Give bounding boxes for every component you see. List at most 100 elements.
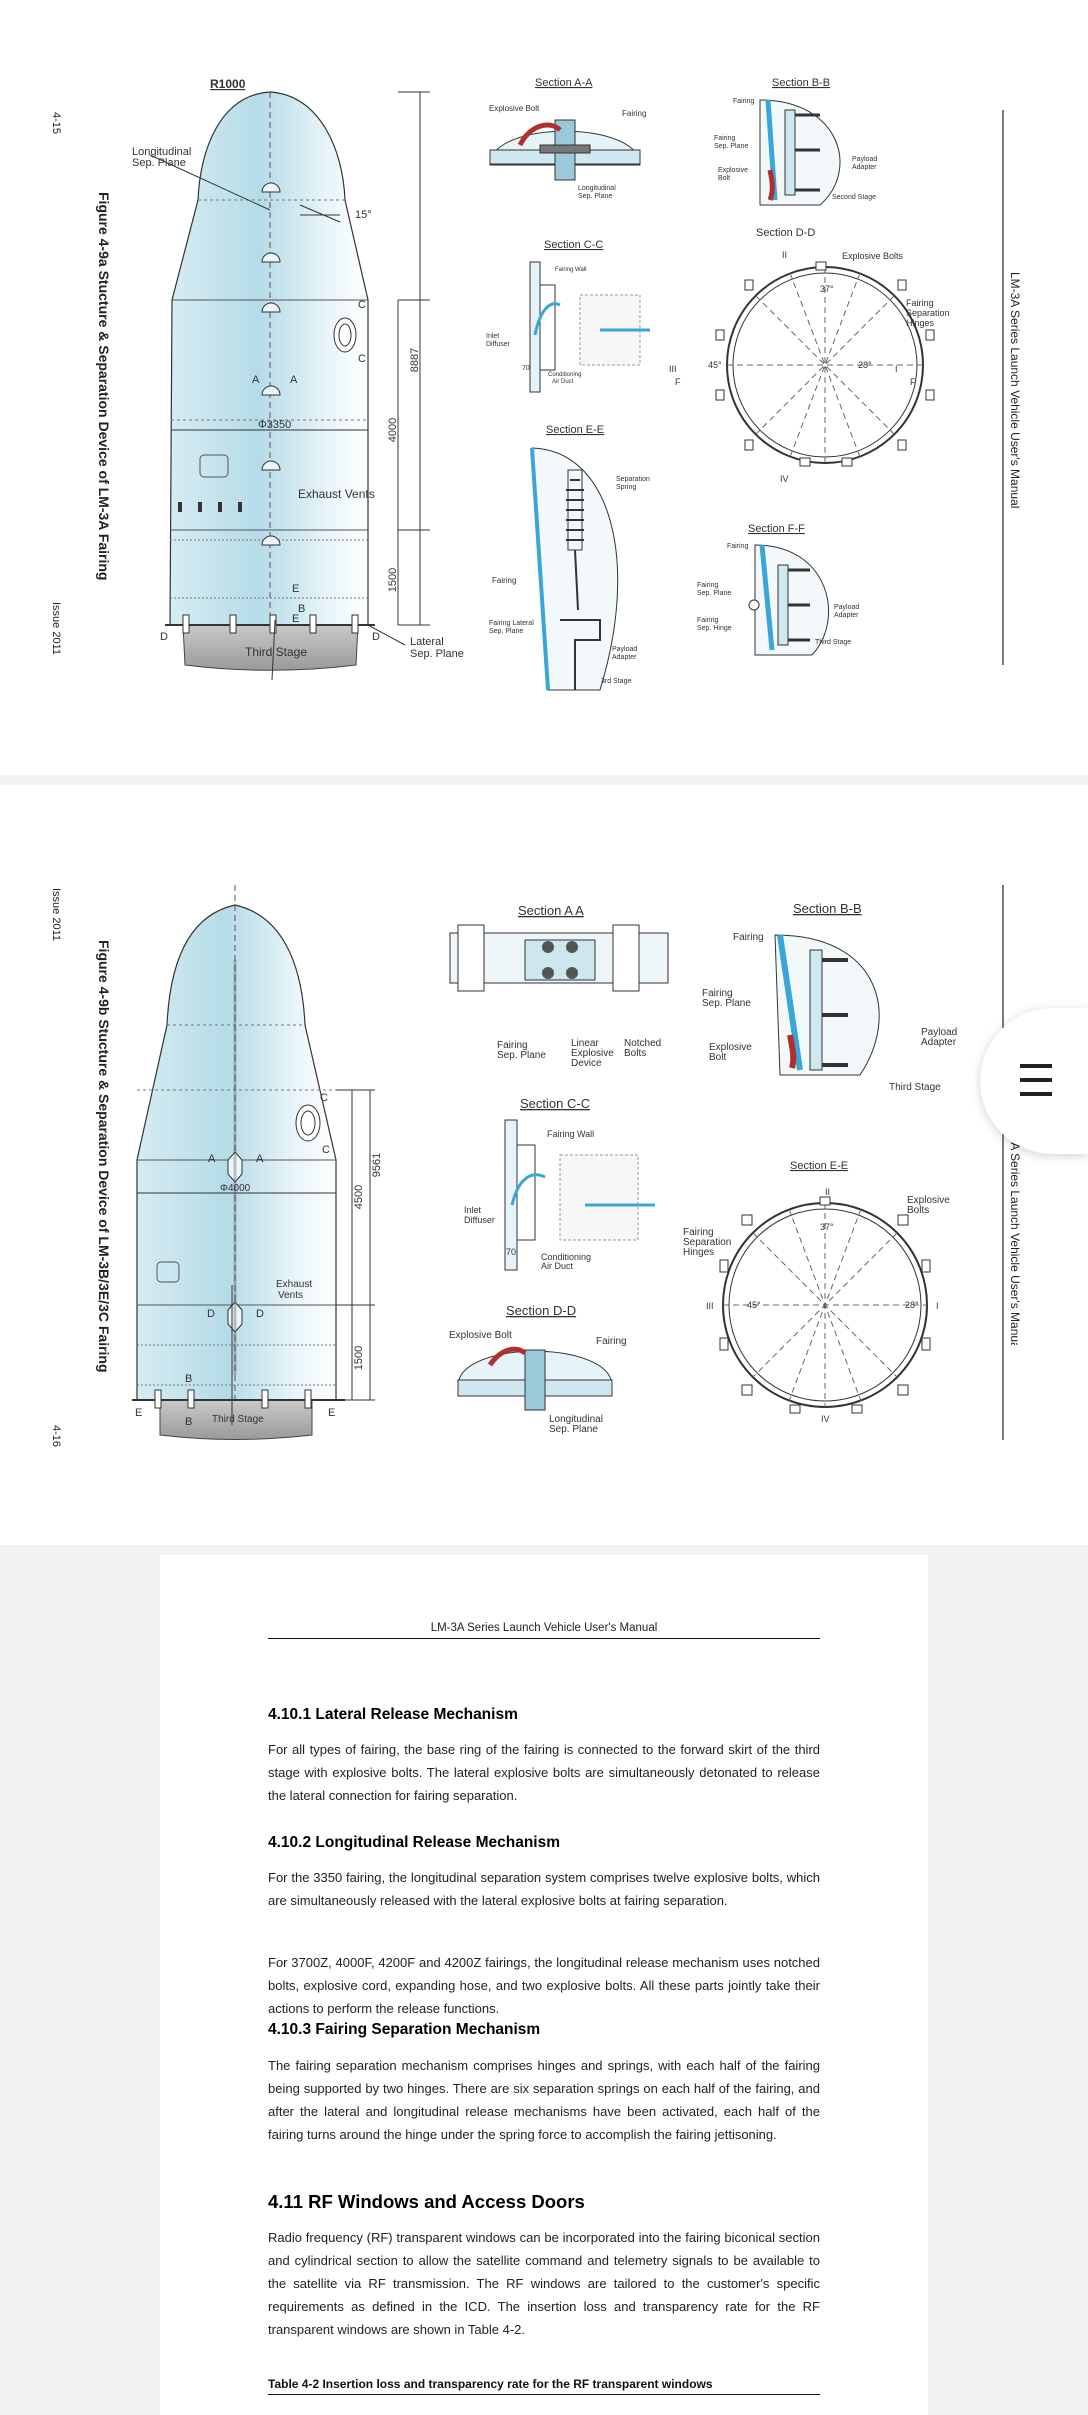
label-diameter: Φ3350 bbox=[258, 419, 291, 431]
section-e-e-title: Section E-E bbox=[546, 424, 604, 436]
b-ee-i: I bbox=[936, 1301, 939, 1311]
b-section-a-a: Section A A Fairing Sep. Plane Linear Ex… bbox=[449, 903, 669, 1069]
b-label-c-top: C bbox=[320, 1092, 328, 1104]
b-bb-payload: Payload bbox=[921, 1027, 957, 1038]
b-label-a-left: A bbox=[208, 1153, 216, 1165]
b-section-e-e: Section E-E Explosive Bolts Fairing Sepa… bbox=[683, 1160, 950, 1424]
b-section-d-d-title: Section D-D bbox=[506, 1303, 576, 1318]
label-sep-plane: Sep. Plane bbox=[132, 157, 186, 169]
b-bb-explosive: Explosive bbox=[709, 1042, 752, 1053]
para-longitudinal-release-1: For the 3350 fairing, the longitudinal s… bbox=[268, 1870, 820, 1908]
ff-fairing-hinge: Fairing bbox=[697, 617, 719, 624]
hamburger-menu-icon-bar bbox=[1020, 1078, 1052, 1082]
ff-fairing: Fairing bbox=[727, 543, 749, 550]
page-number-4-16: 4-16 bbox=[50, 1425, 62, 1448]
aa-longitudinal: Longitudinal bbox=[578, 185, 616, 192]
b-section-e-e-title: Section E-E bbox=[790, 1160, 848, 1172]
b-dd-longitudinal: Longitudinal bbox=[549, 1414, 603, 1425]
b-bb-third-stage: Third Stage bbox=[889, 1082, 941, 1093]
ff-sep-plane: Sep. Plane bbox=[697, 590, 731, 597]
ee-separation: Separation bbox=[616, 476, 650, 483]
figure-4-9a-drawing: R1000 Longitudinal Sep. Plane 15° C C A … bbox=[132, 77, 1004, 691]
label-b: B bbox=[298, 603, 305, 615]
b-ee-28: 28° bbox=[905, 1300, 919, 1310]
figure-4-9a-page: R1000 Longitudinal Sep. Plane 15° C C A … bbox=[0, 0, 1088, 775]
bb-bolt: Bolt bbox=[718, 175, 730, 182]
ee-fairing: Fairing bbox=[492, 576, 516, 585]
b-section-b-b-title: Section B-B bbox=[793, 901, 862, 916]
b-label-b-top: B bbox=[185, 1373, 192, 1385]
dd-iii: III bbox=[669, 364, 677, 374]
aa-fairing: Fairing bbox=[622, 109, 646, 118]
dim-4000: 4000 bbox=[387, 418, 399, 442]
ee-3rd-stage: 3rd Stage bbox=[601, 678, 631, 685]
section-a-a-title: Section A-A bbox=[535, 77, 593, 89]
dd-hinges: Hinges bbox=[906, 318, 935, 328]
b-ee-37: 37° bbox=[820, 1222, 834, 1232]
ee-payload: Payload bbox=[612, 646, 637, 653]
label-r1000: R1000 bbox=[210, 77, 246, 91]
para-rf-windows: Radio frequency (RF) transparent windows… bbox=[268, 2230, 820, 2337]
ff-third-stage: Third Stage bbox=[815, 639, 851, 646]
dd-f-left: F bbox=[675, 377, 681, 387]
b-ee-ii: II bbox=[825, 1187, 830, 1197]
b-ee-fairing: Fairing bbox=[683, 1227, 714, 1238]
dd-iv: IV bbox=[780, 474, 789, 484]
ee-spring: Spring bbox=[616, 484, 636, 491]
b-section-a-a-title: Section A A bbox=[518, 903, 584, 918]
figure-4-9b-caption: Figure 4-9b Stucture & Separation Device… bbox=[96, 940, 112, 1373]
dd-45: 45° bbox=[708, 360, 722, 370]
label-e-top: E bbox=[292, 583, 299, 595]
issue-2011-b: Issue 2011 bbox=[50, 888, 62, 942]
label-lateral-sep-plane: Sep. Plane bbox=[410, 648, 464, 660]
b-dd-sep-plane: Sep. Plane bbox=[549, 1424, 598, 1435]
ff-adapter: Adapter bbox=[834, 612, 859, 619]
dd-fairing: Fairing bbox=[906, 298, 934, 308]
bb-adapter: Adapter bbox=[852, 164, 877, 171]
b-aa-notched: Notched bbox=[624, 1038, 661, 1049]
dd-37: 37° bbox=[820, 284, 834, 294]
dd-ii: II bbox=[782, 250, 787, 260]
label-e-bottom: E bbox=[292, 613, 299, 625]
bb-explosive: Explosive bbox=[718, 167, 748, 174]
label-d-left: D bbox=[160, 631, 168, 643]
heading-4-11: 4.11 RF Windows and Access Doors bbox=[268, 2191, 585, 2212]
issue-2011-a: Issue 2011 bbox=[50, 602, 62, 656]
b-dd-fairing: Fairing bbox=[596, 1336, 627, 1347]
b-aa-explosive: Explosive bbox=[571, 1048, 614, 1059]
b-label-e-left: E bbox=[135, 1407, 142, 1419]
section-f-f-title: Section F-F bbox=[748, 523, 805, 535]
b-label-third-stage: Third Stage bbox=[212, 1414, 264, 1425]
ff-payload: Payload bbox=[834, 604, 859, 611]
heading-4-10-2: 4.10.2 Longitudinal Release Mechanism bbox=[268, 1834, 561, 1851]
para-fairing-separation: The fairing separation mechanism compris… bbox=[268, 2058, 820, 2142]
section-c-c-title: Section C-C bbox=[544, 239, 603, 251]
cc-70: 70 bbox=[522, 365, 530, 372]
b-ee-separation: Separation bbox=[683, 1237, 731, 1248]
b-label-b-bottom: B bbox=[185, 1416, 192, 1428]
bb-fairing: Fairing bbox=[733, 98, 755, 105]
bb-payload: Payload bbox=[852, 156, 877, 163]
aa-sep-plane: Sep. Plane bbox=[578, 193, 612, 200]
hamburger-menu-icon bbox=[1020, 1064, 1052, 1068]
b-cc-conditioning: Conditioning bbox=[541, 1252, 591, 1262]
aa-explosive-bolt: Explosive Bolt bbox=[489, 104, 540, 113]
b-aa-linear: Linear bbox=[571, 1038, 599, 1049]
b-aa-device: Device bbox=[571, 1058, 602, 1069]
section-d-d-title: Section D-D bbox=[756, 227, 815, 239]
dim-1500: 1500 bbox=[387, 568, 399, 592]
label-angle-15: 15° bbox=[355, 209, 372, 221]
b-ee-bolts: Bolts bbox=[907, 1205, 929, 1216]
b-section-c-c: Section C-C Fairing Wall Inlet Diffuser … bbox=[464, 1096, 655, 1271]
figure-4-9b-drawing: C C A A Φ4000 Exhaust Vents D D B B E E … bbox=[132, 885, 1004, 1440]
menu-button[interactable] bbox=[980, 1008, 1088, 1154]
b-label-d-left: D bbox=[207, 1308, 215, 1320]
section-c-c: Section C-C Fairing Wall Inlet Diffuser … bbox=[486, 239, 650, 393]
dim-8887: 8887 bbox=[409, 348, 421, 372]
bb-second-stage: Second Stage bbox=[832, 194, 876, 201]
ff-fairing-sep: Fairing bbox=[697, 582, 719, 589]
section-b-b: Section B-B Fairing Fairing Sep. Plane E… bbox=[714, 77, 877, 206]
b-label-a-right: A bbox=[256, 1153, 264, 1165]
dd-i: I bbox=[895, 364, 898, 374]
label-c-top: C bbox=[358, 299, 366, 311]
